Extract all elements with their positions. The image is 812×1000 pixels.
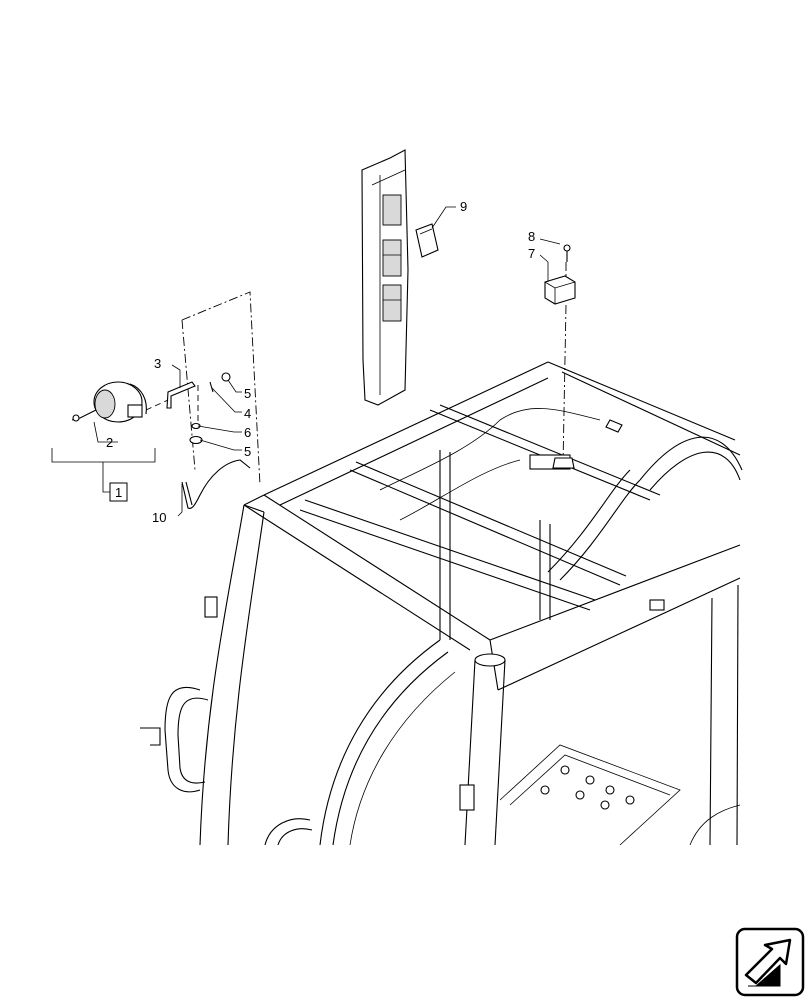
pillar-trim [361,149,409,406]
part-10-harness [181,459,251,509]
callout-4: 4 [244,406,251,421]
callout-2: 2 [106,435,113,450]
callout-7: 7 [528,246,535,261]
part-3-bracket [166,381,196,409]
cab-frame [140,361,743,846]
callout-1: 1 [115,485,122,500]
callout-1-box [109,482,128,502]
part-5-nut-upper [221,372,231,382]
callout-8: 8 [528,229,535,244]
part-2-work-lamp [71,381,147,423]
callout-3: 3 [154,356,161,371]
part-9-interior-lamp [415,223,439,258]
part-8-bolt [563,244,571,262]
part-7-relay [544,275,576,305]
callout-9: 9 [460,199,467,214]
floor-bolts [540,765,635,810]
callout-6: 6 [244,425,251,440]
part-4-bolt [209,381,214,393]
callout-5-lower: 5 [244,444,251,459]
callout-10: 10 [152,510,166,525]
callout-5-upper: 5 [244,386,251,401]
leader-lines [51,206,561,517]
next-page-arrow-icon[interactable] [735,927,805,997]
part-5-nut-lower [189,435,203,445]
